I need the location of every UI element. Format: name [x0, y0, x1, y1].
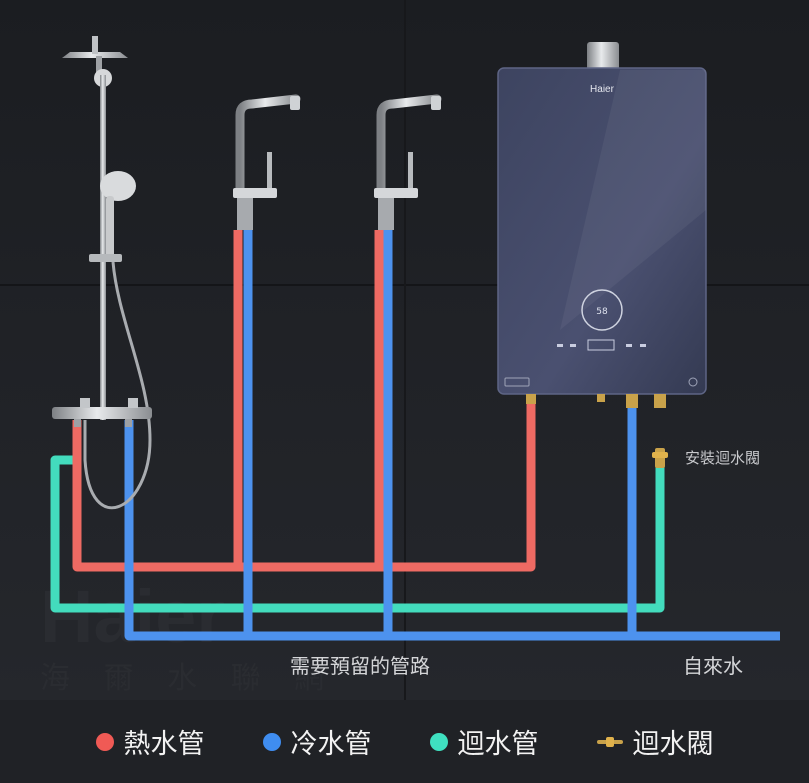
legend-item-cold: 冷水管: [262, 722, 372, 761]
valve-install-label: 安裝迴水閥: [685, 449, 760, 467]
legend-item-valve: 迴水閥: [596, 722, 714, 761]
reserved-pipes-label: 需要預留的管路: [290, 654, 430, 678]
watermark-chinese: 海 爾 水 聯 網: [40, 661, 336, 696]
legend-cold-dot-icon: [262, 732, 281, 751]
hand-shower-head: [100, 171, 136, 201]
hand-shower-handle: [106, 196, 114, 258]
shower-system: [52, 36, 152, 510]
plumbing-diagram: Haier 海 爾 水 聯 網: [0, 0, 809, 700]
water-heater: Haier 58: [497, 42, 707, 408]
heater-display: 58: [596, 307, 608, 317]
shower-mixer-bar: [52, 407, 152, 419]
legend-return-dot-icon: [429, 732, 448, 751]
connector-hot: [526, 394, 536, 404]
legend-item-hot: 熱水管: [95, 722, 205, 761]
connector-gas: [597, 394, 605, 402]
faucet-2: [374, 94, 442, 230]
shower-hose: [83, 261, 152, 510]
tap-water-label: 自來水: [683, 654, 743, 678]
legend-valve-label: 迴水閥: [632, 729, 714, 760]
heater-logo: Haier: [590, 84, 615, 95]
rain-shower-head: [62, 52, 128, 58]
legend-cold-label: 冷水管: [290, 729, 372, 760]
legend-item-return: 迴水管: [429, 722, 539, 761]
shower-rod: [100, 75, 106, 420]
cold-pipe-main: [124, 420, 780, 641]
legend-hot-dot-icon: [95, 732, 114, 751]
heater-control-dial: [581, 289, 623, 331]
legend-valve-icon: [596, 736, 623, 747]
hot-pipe-main: [72, 400, 536, 572]
connector-cold: [626, 394, 638, 408]
heater-flue: [587, 42, 619, 70]
legend-hot-label: 熱水管: [123, 729, 205, 760]
return-valve-icon: [652, 448, 668, 468]
faucet-lever: [408, 152, 413, 190]
faucet-1: [233, 94, 301, 230]
return-pipe: [50, 450, 665, 613]
legend: 熱水管 冷水管 迴水管 迴水閥: [0, 700, 809, 783]
heater-status-icons: [557, 339, 646, 351]
connector-return: [654, 394, 666, 408]
legend-return-label: 迴水管: [457, 729, 539, 760]
slide-bar-holder: [89, 254, 122, 262]
faucet-lever: [267, 152, 272, 190]
